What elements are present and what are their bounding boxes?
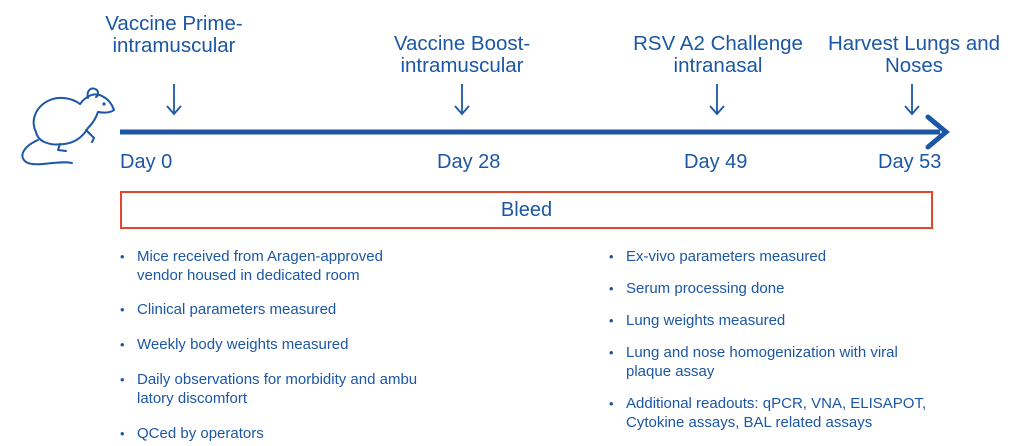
event-line: RSV A2 Challenge [633, 32, 803, 55]
event-line: intranasal [673, 54, 763, 77]
list-item-line: Weekly body weights measured [137, 336, 349, 353]
event-arrow [904, 84, 920, 116]
event-arrow [166, 84, 182, 116]
event-line: intramuscular [400, 54, 524, 77]
bleed-box: Bleed [120, 191, 933, 229]
bleed-label: Bleed [500, 198, 553, 221]
event-line: Vaccine Prime- [105, 12, 243, 35]
list-item: Additional readouts: qPCR, VNA, ELISAPOT… [609, 394, 1019, 432]
day-label: Day 49 [684, 151, 748, 173]
event-line: intramuscular [112, 34, 236, 57]
event-arrow [454, 84, 470, 116]
list-item: Lung weights measured [609, 311, 1019, 330]
list-item-line: Clinical parameters measured [137, 301, 337, 318]
event-line: Noses [884, 54, 944, 77]
day-label: Day 28 [437, 151, 501, 173]
list-item-line: Mice received from Aragen-approved [137, 248, 383, 265]
event-label-challenge: RSV A2 Challenge intranasal [620, 33, 816, 77]
list-item-line: QCed by operators [137, 425, 264, 442]
list-item-line: Lung and nose homogenization with viral [626, 344, 898, 361]
event-arrow [709, 84, 725, 116]
list-item-line: Cytokine assays, BAL related assays [626, 414, 873, 431]
list-item: Clinical parameters measured [120, 300, 480, 319]
day-label: Day 53 [878, 151, 942, 173]
list-item: Weekly body weights measured [120, 335, 480, 354]
event-label-boost: Vaccine Boost- intramuscular [380, 33, 544, 77]
timeline-axis [120, 114, 950, 150]
left-bullet-list: Mice received from Aragen-approved vendo… [120, 247, 480, 443]
list-item-line: plaque assay [626, 363, 715, 380]
list-item: Lung and nose homogenization with viral … [609, 343, 1019, 381]
list-item-line: Ex-vivo parameters measured [626, 248, 827, 265]
list-item: Serum processing done [609, 279, 1019, 298]
day-label: Day 0 [120, 151, 173, 173]
list-item: Daily observations for morbidity and amb… [120, 370, 480, 408]
list-item-line: Serum processing done [626, 280, 785, 297]
event-label-prime: Vaccine Prime- intramuscular [92, 13, 256, 57]
event-line: Vaccine Boost- [393, 32, 531, 55]
list-item-line: latory discomfort [137, 390, 248, 407]
event-label-harvest: Harvest Lungs and Noses [816, 33, 1012, 77]
list-item: Ex-vivo parameters measured [609, 247, 1019, 266]
list-item-line: Lung weights measured [626, 312, 786, 329]
event-line: Harvest Lungs and [827, 32, 1001, 55]
mouse-icon [21, 87, 115, 166]
right-bullet-list: Ex-vivo parameters measured Serum proces… [609, 247, 1019, 432]
list-item-line: Daily observations for morbidity and amb… [137, 371, 418, 388]
list-item-line: Additional readouts: qPCR, VNA, ELISAPOT… [626, 395, 927, 412]
list-item: Mice received from Aragen-approved vendo… [120, 247, 480, 285]
list-item-line: vendor housed in dedicated room [137, 267, 360, 284]
list-item: QCed by operators [120, 424, 480, 443]
